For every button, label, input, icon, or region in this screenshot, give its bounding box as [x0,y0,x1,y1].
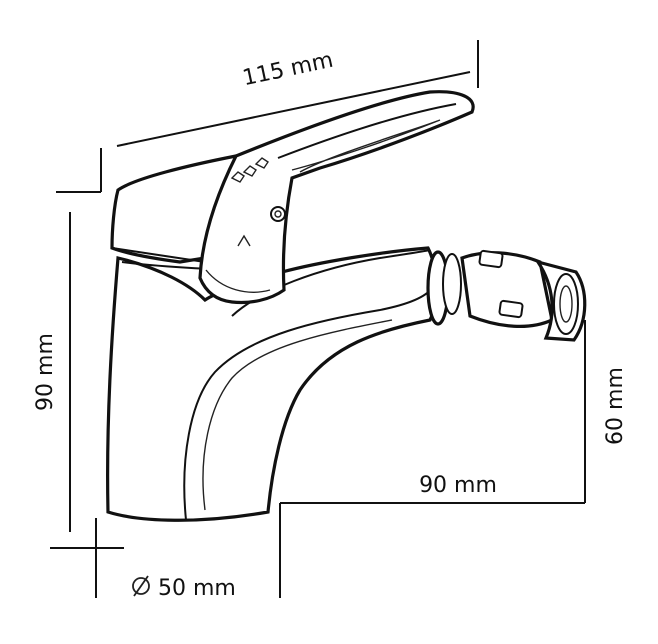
swivel-nozzle [426,249,587,342]
lever-top-ridge [277,103,457,159]
lever-slot [291,119,441,173]
width-label: 115 mm [240,48,335,92]
height-label: 90 mm [33,333,58,411]
base-diameter-label: 50 mm [158,576,236,601]
nozzle-tab-bottom [498,299,524,319]
nozzle-tab-top [478,249,504,269]
cap-bottom-edge [111,247,206,263]
reach-dimension: 90 mm [279,473,585,598]
base-diameter-dimension: 50 mm [132,575,236,601]
height-dimension: 90 mm [33,212,71,532]
spout-height-label: 60 mm [603,367,628,445]
screw-cap-icon [270,206,286,222]
swivel-ring-front [442,253,462,315]
aerator-mesh [559,285,573,323]
spout-highlight-curve [202,319,393,511]
brand-logo-icon [230,157,269,183]
spout-height-dimension: 60 mm [584,320,628,503]
lever-outline [198,90,475,305]
spout-inner-curve [183,287,433,521]
aerator-outlet [553,273,579,335]
base-crosshair [50,518,124,598]
width-dimension-line [116,71,471,147]
diameter-symbol-icon [132,575,150,597]
lever-base-curve [205,269,271,293]
reach-label: 90 mm [419,473,497,498]
lever-handle [198,90,475,305]
hot-cold-mark-icon [237,234,251,247]
